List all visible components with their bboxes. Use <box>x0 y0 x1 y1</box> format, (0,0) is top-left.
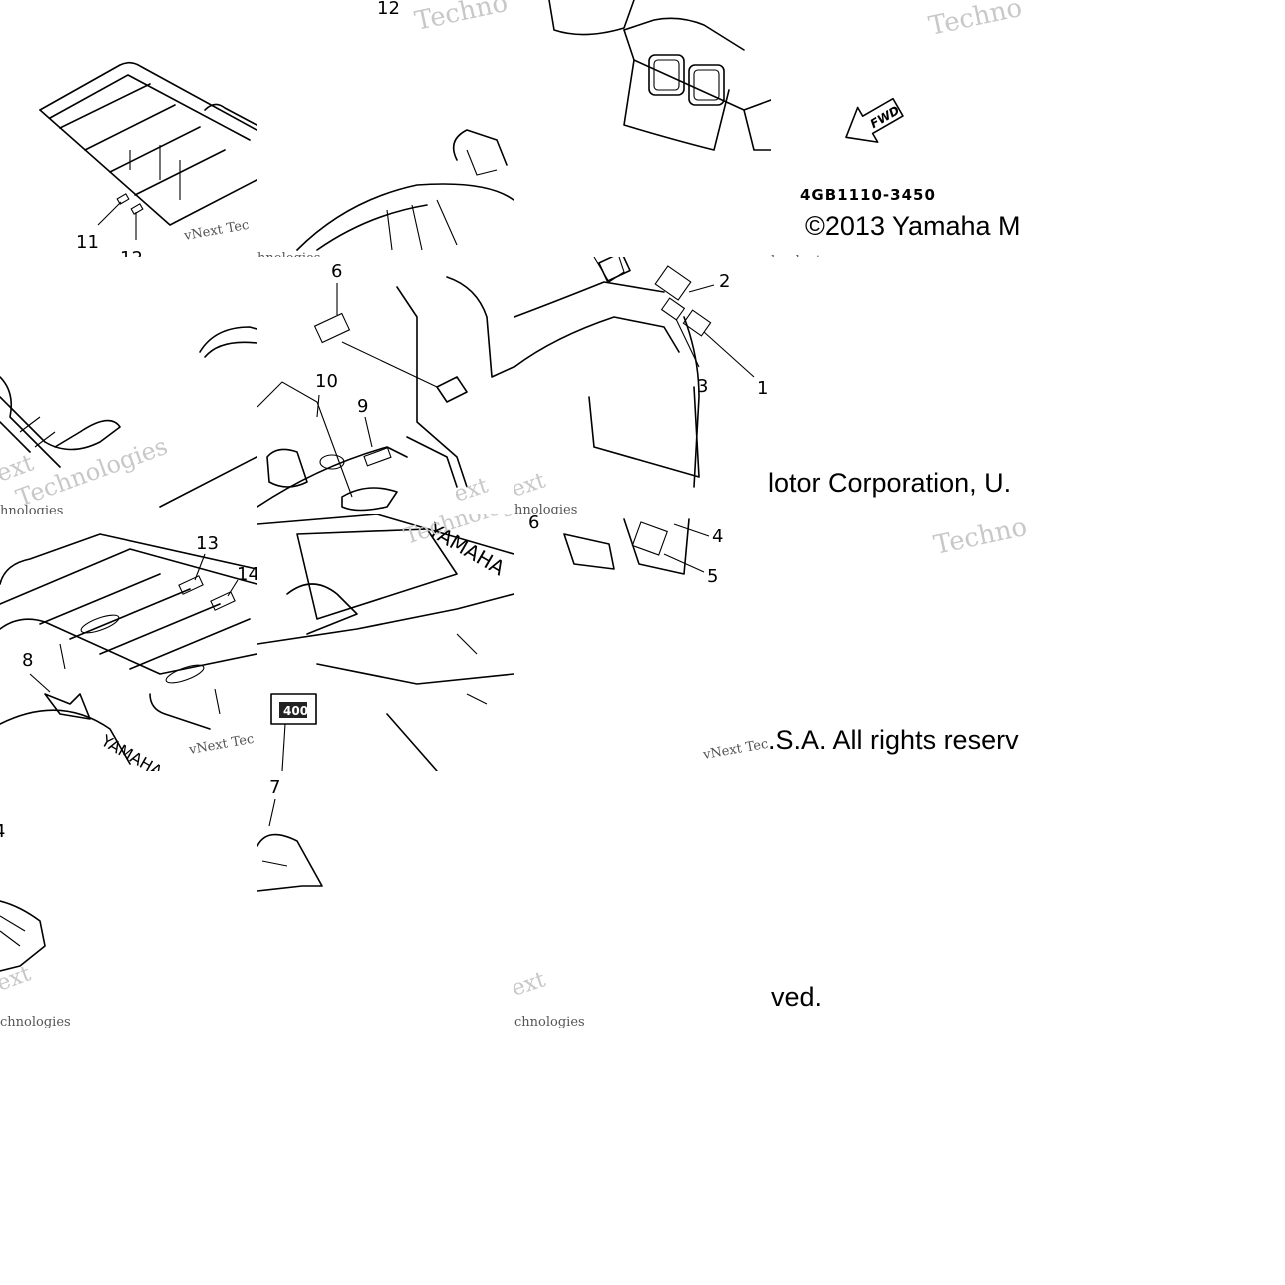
watermark-techno-3: Techno <box>931 514 1028 561</box>
watermark-vnext-tec-3: vNext Tec <box>701 737 769 763</box>
watermark-vnext-tec-2: vNext Tec <box>187 732 255 758</box>
decal-8 <box>44 693 91 720</box>
watermark-ologies: hnologies <box>257 251 320 257</box>
callout-10: 10 <box>315 371 338 392</box>
tile-copyright-3: Techno <box>771 514 1028 771</box>
front-fender-drawing <box>296 129 514 251</box>
callout-4: 4 <box>712 526 723 547</box>
callout-2: 2 <box>719 271 730 292</box>
watermark-techno: Techno <box>412 0 511 37</box>
watermark-ext-4: ext <box>0 961 34 996</box>
fwd-arrow-icon: FWD <box>845 97 904 143</box>
callout-1: 1 <box>757 378 768 399</box>
hood-letters-front: YAMAHA <box>97 731 166 771</box>
badge-400-label: 400 <box>283 704 308 718</box>
callout-6: 6 <box>331 261 342 282</box>
watermark-ext-2: ext <box>451 473 491 507</box>
seat-drawing <box>257 446 408 512</box>
tile-side-decals: 2 3 1 ext hnologies <box>514 257 771 514</box>
callout-4-b: 4 <box>0 821 5 842</box>
copyright-fragment-2: lotor Corporation, U. <box>768 468 1012 498</box>
decal-3 <box>660 297 686 321</box>
callout-3: 3 <box>697 376 708 397</box>
hood-drawing: YAMAHA <box>257 514 514 771</box>
tile-400-badge: YAMAHA 400 Technologies <box>257 514 514 771</box>
copyright-fragment-4: ved. <box>771 982 823 1012</box>
tile-fender-bottom: 7 <box>257 771 514 1028</box>
decal-14 <box>210 591 236 611</box>
tile-rear-rack-top: 11 12 vNext Tec <box>0 0 257 257</box>
rear-fender-drawing <box>396 276 514 488</box>
tile-copyright-4 <box>771 771 1028 1028</box>
callout-8: 8 <box>22 650 33 671</box>
tile-front-fender-top: 12 Techno hnologies <box>257 0 514 257</box>
tile-rack-bottom: 4 ext chnologies <box>0 771 257 1028</box>
emblem-kodiak <box>598 257 631 282</box>
callout-6-b: 6 <box>528 514 539 533</box>
callout-7: 7 <box>269 777 280 798</box>
copyright-fragment-3: .S.A. All rights reserv <box>768 725 1019 755</box>
tile-watermark-bottom: ext chnologies <box>514 771 771 1028</box>
decal-5 <box>631 521 668 556</box>
decal-2 <box>654 265 692 301</box>
watermark-nologies-b: hnologies <box>771 254 834 257</box>
decal-13 <box>178 575 204 595</box>
callout-5: 5 <box>707 566 718 587</box>
tile-rack-corner: ext Technologies hnologies <box>0 257 257 514</box>
callout-13: 13 <box>196 533 219 554</box>
headlight-drawing <box>548 0 771 151</box>
decal-6 <box>313 312 351 344</box>
callout-12: 12 <box>120 248 143 257</box>
front-rack-drawing <box>0 533 257 765</box>
callout-12-top: 12 <box>377 0 400 19</box>
tile-front-rack: 13 14 8 vNext Tec YAMAHA <box>0 514 257 771</box>
rear-rack-drawing <box>39 61 257 240</box>
part-number: 4GB1110-3450 <box>800 186 936 204</box>
watermark-vnext-tec: vNext Tec <box>182 218 250 244</box>
watermark-techno-2: Techno <box>926 0 1025 42</box>
tile-side-decals-2: 6 4 5 vNext Tec <box>514 514 771 771</box>
watermark-hnologies-2: hnologies <box>514 503 577 514</box>
tile-fwd-arrow: Techno FWD hnologies <box>771 0 1028 257</box>
copyright-fragment-1: ©2013 Yamaha M <box>805 211 1021 241</box>
badge-400: 400 <box>270 693 317 725</box>
decal-9 <box>363 447 392 467</box>
watermark-hnologies: hnologies <box>0 504 63 514</box>
callout-14: 14 <box>237 564 257 585</box>
callout-9: 9 <box>357 396 368 417</box>
watermark-chnologies-2: chnologies <box>514 1015 585 1028</box>
tile-copyright-2 <box>771 257 1028 514</box>
tile-headlight <box>514 0 771 257</box>
watermark-ext-5: ext <box>514 967 549 1001</box>
watermark-ext-3: ext <box>514 468 549 502</box>
callout-11: 11 <box>76 232 99 253</box>
tile-hood-decals: 6 10 9 ext <box>257 257 514 514</box>
side-panel-drawing <box>514 257 700 488</box>
decal-1 <box>682 309 712 337</box>
watermark-chnologies: chnologies <box>0 1015 71 1028</box>
rack-corner-drawing <box>0 326 257 508</box>
